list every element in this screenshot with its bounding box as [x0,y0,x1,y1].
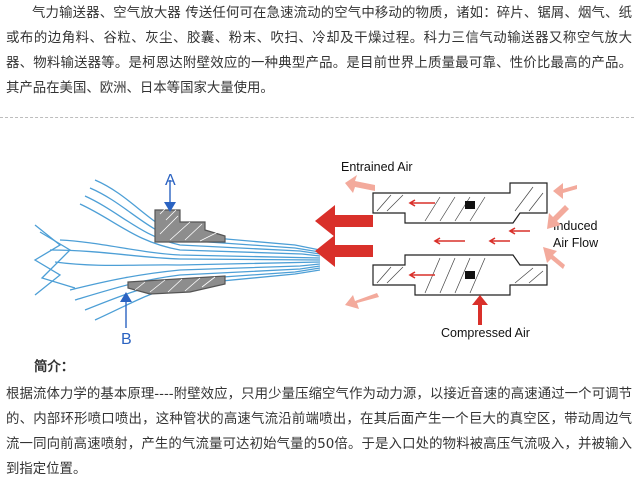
label-compressed-air: Compressed Air [441,326,530,340]
seal-top [465,201,475,209]
cross-section-diagram-right: Entrained Air Induced Air Flow Compresse… [315,160,599,340]
arrow-a-head [164,202,176,212]
label-entrained-air: Entrained Air [341,160,413,174]
nozzle-hatch [134,207,219,293]
seal-bottom [465,271,475,279]
summary-paragraph: 根据流体力学的基本原理----附壁效应，只用少量压缩空气作为动力源，以接近音速的… [6,387,632,477]
label-induced-air-line1: Induced [553,219,598,233]
body-outline [372,182,548,296]
flow-lines [33,179,320,321]
arrow-b-head [120,292,132,302]
label-a: A [165,172,176,189]
big-red-arrows [315,205,373,267]
nozzle-body [127,209,226,295]
small-red-arrows [408,199,530,279]
dashed-divider [0,117,634,118]
compressed-air-arrow-head [472,295,488,305]
label-b: B [121,331,132,348]
label-induced-air-line2: Air Flow [553,236,599,250]
flow-diagram-left: A B [33,172,320,348]
section-heading-intro: 简介： [34,360,75,375]
pink-arrows [345,175,577,309]
intro-paragraph: 气力输送器、空气放大器 传送任何可在急速流动的空气中移动的物质，诸如：碎片、锯屑… [6,6,632,96]
body-hatch [376,186,544,294]
